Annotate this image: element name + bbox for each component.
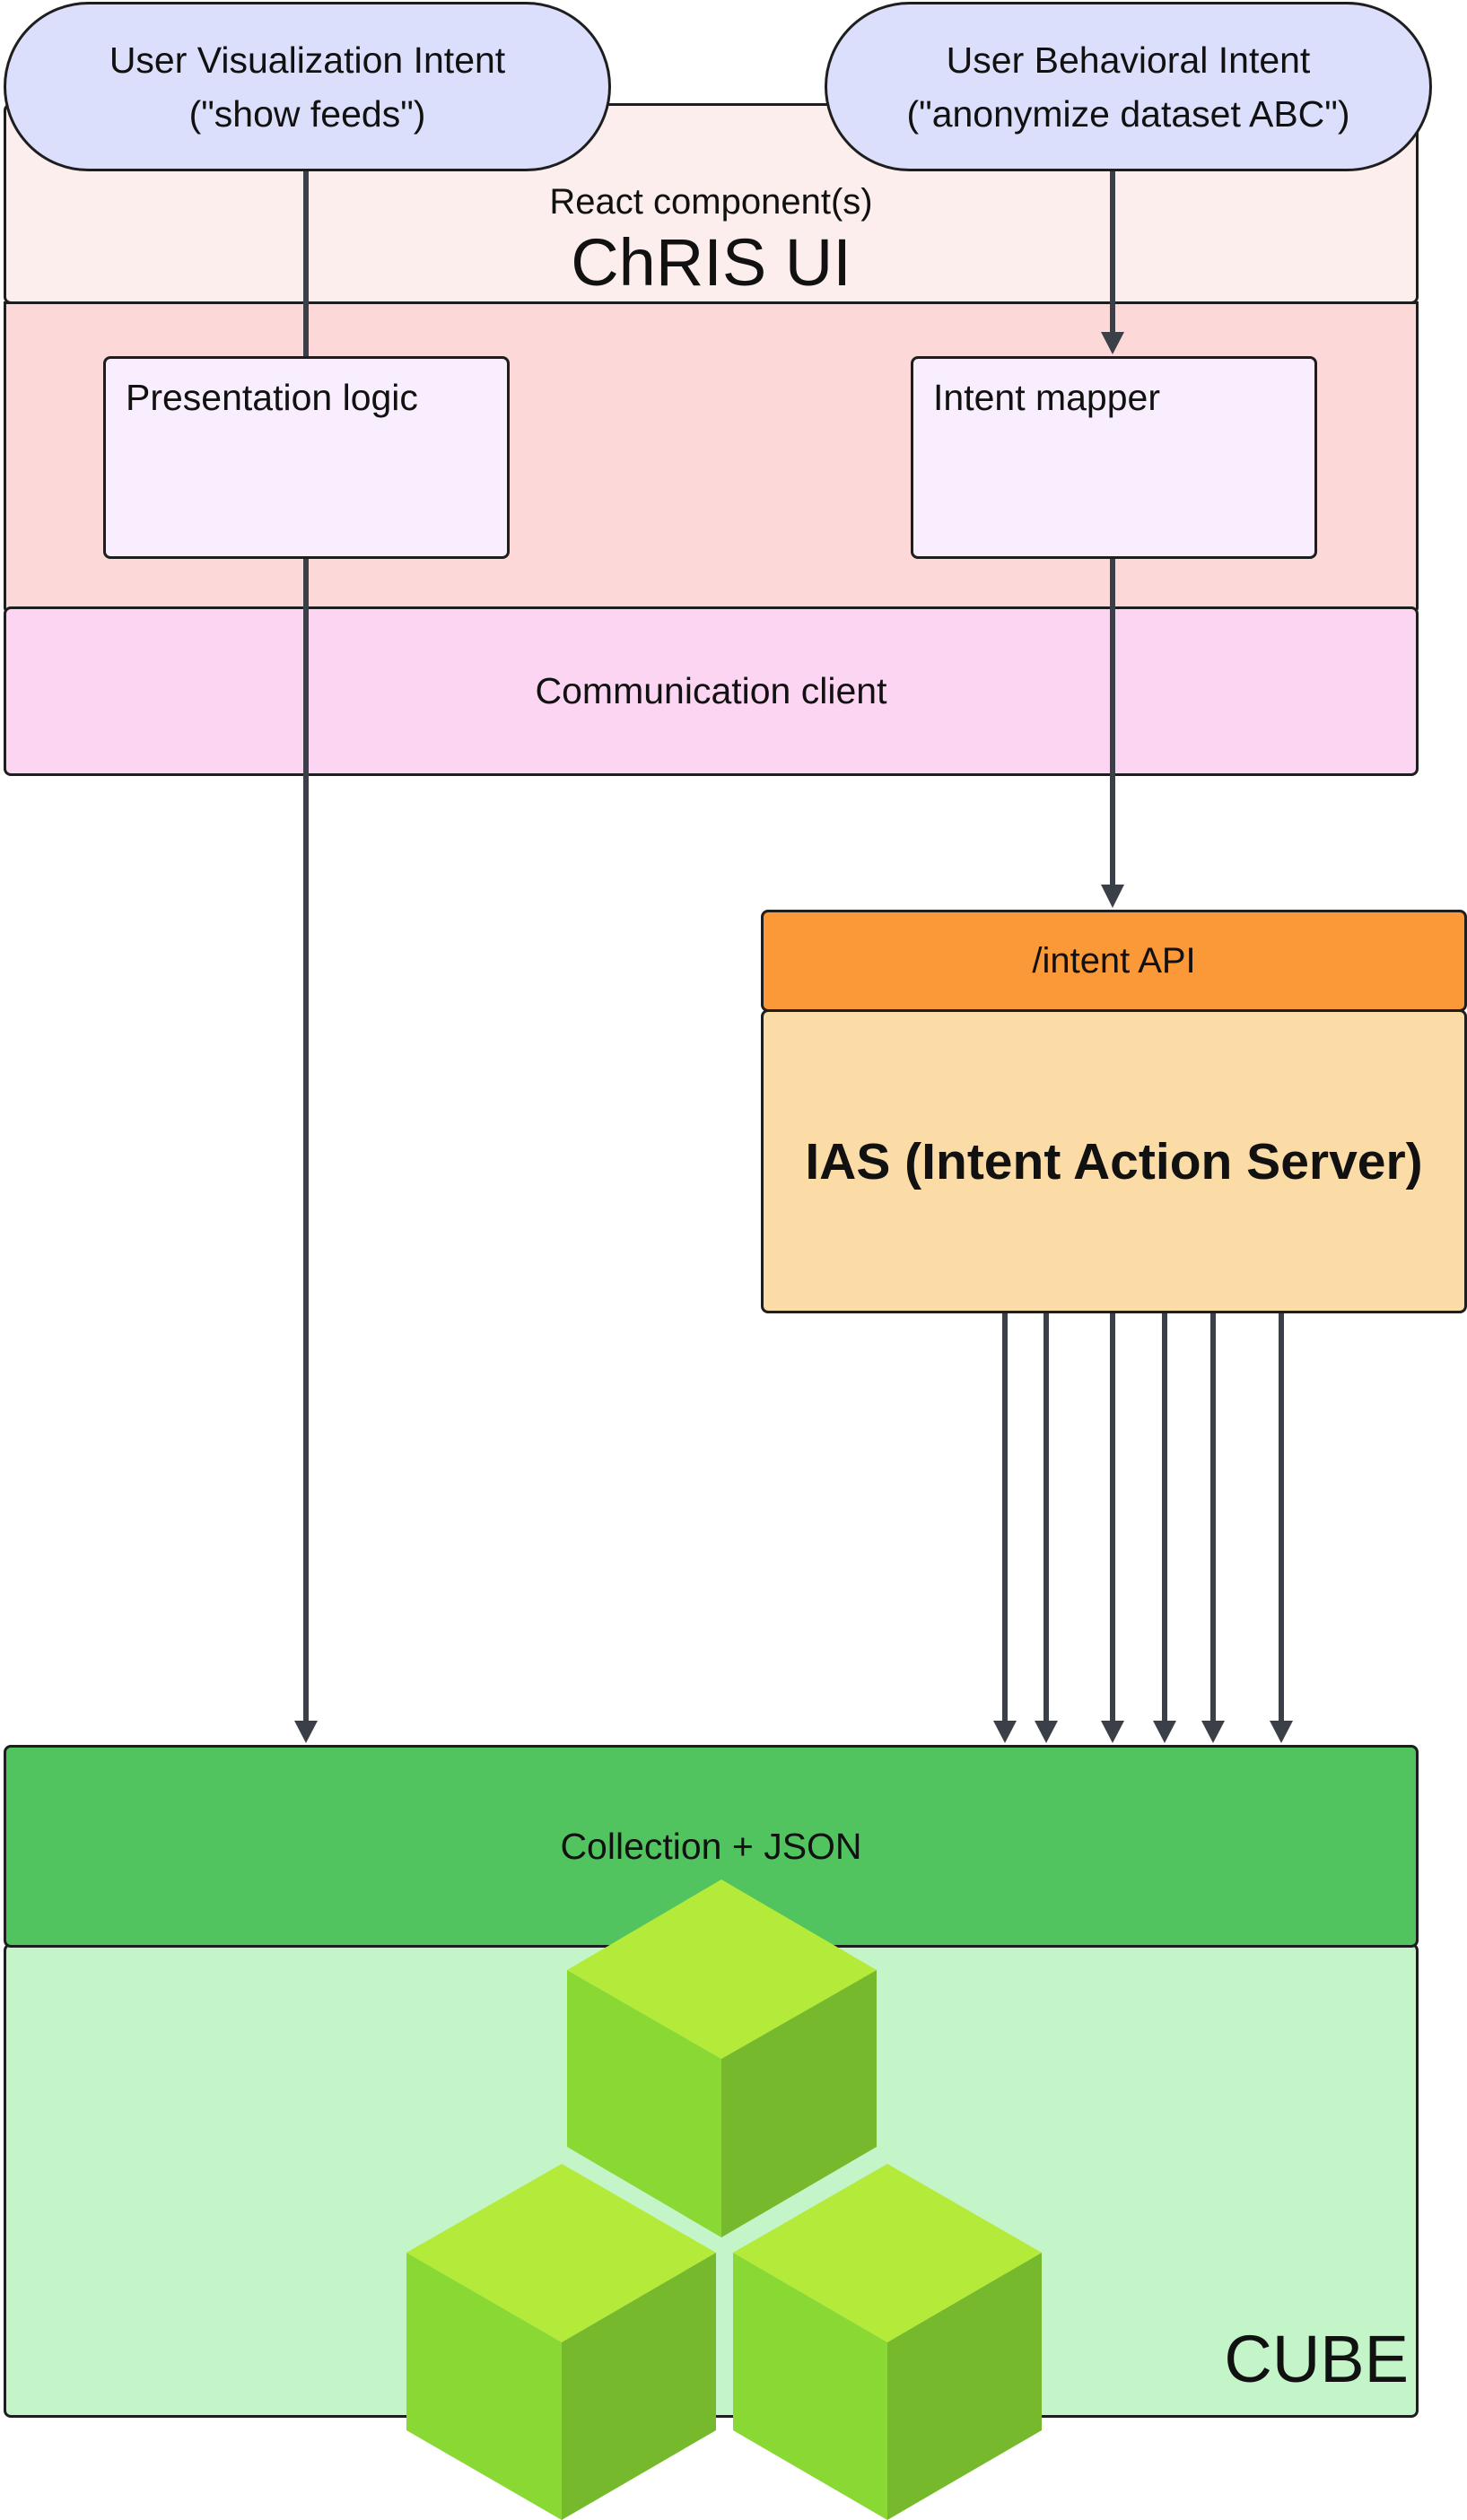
chris-ui-title: ChRIS UI <box>571 224 851 300</box>
cube-left-icon <box>406 2164 716 2520</box>
behavioral-intent-example: ("anonymize dataset ABC") <box>906 92 1350 135</box>
visualization-intent-example: ("show feeds") <box>188 92 426 135</box>
arrow-head-cube-3 <box>1101 1721 1124 1743</box>
arrow-head-cube-5 <box>1201 1721 1225 1743</box>
arrow-head-api <box>1101 885 1124 908</box>
arrow-head-cube-presentation <box>294 1721 318 1743</box>
arrow-head-cube-2 <box>1035 1721 1058 1743</box>
arrow-head-mapper <box>1101 332 1124 354</box>
cube-top-icon <box>567 1879 877 2237</box>
ias-box: IAS (Intent Action Server) <box>761 1009 1467 1313</box>
communication-client-label: Communication client <box>535 670 887 711</box>
arrow-head-cube-6 <box>1270 1721 1293 1743</box>
presentation-logic-box: Presentation logic <box>103 356 510 559</box>
chris-ui-subtitle: React component(s) <box>549 181 873 222</box>
intent-api-label: /intent API <box>1032 940 1196 981</box>
presentation-logic-label: Presentation logic <box>126 377 418 418</box>
communication-client: Communication client <box>4 606 1419 776</box>
cube-label: CUBE <box>1224 2322 1409 2396</box>
cube-header-label: Collection + JSON <box>560 1825 862 1867</box>
ias-title: IAS (Intent Action Server) <box>805 1132 1423 1190</box>
visualization-intent-title: User Visualization Intent <box>109 39 506 81</box>
behavioral-intent-title: User Behavioral Intent <box>946 39 1311 81</box>
user-behavioral-intent: User Behavioral Intent ("anonymize datas… <box>825 2 1432 171</box>
cube-right-icon <box>733 2164 1042 2520</box>
arrow-head-cube-4 <box>1153 1721 1176 1743</box>
intent-mapper-box: Intent mapper <box>911 356 1317 559</box>
arrow-head-cube-1 <box>993 1721 1017 1743</box>
user-visualization-intent: User Visualization Intent ("show feeds") <box>4 2 611 171</box>
intent-mapper-label: Intent mapper <box>933 377 1160 418</box>
